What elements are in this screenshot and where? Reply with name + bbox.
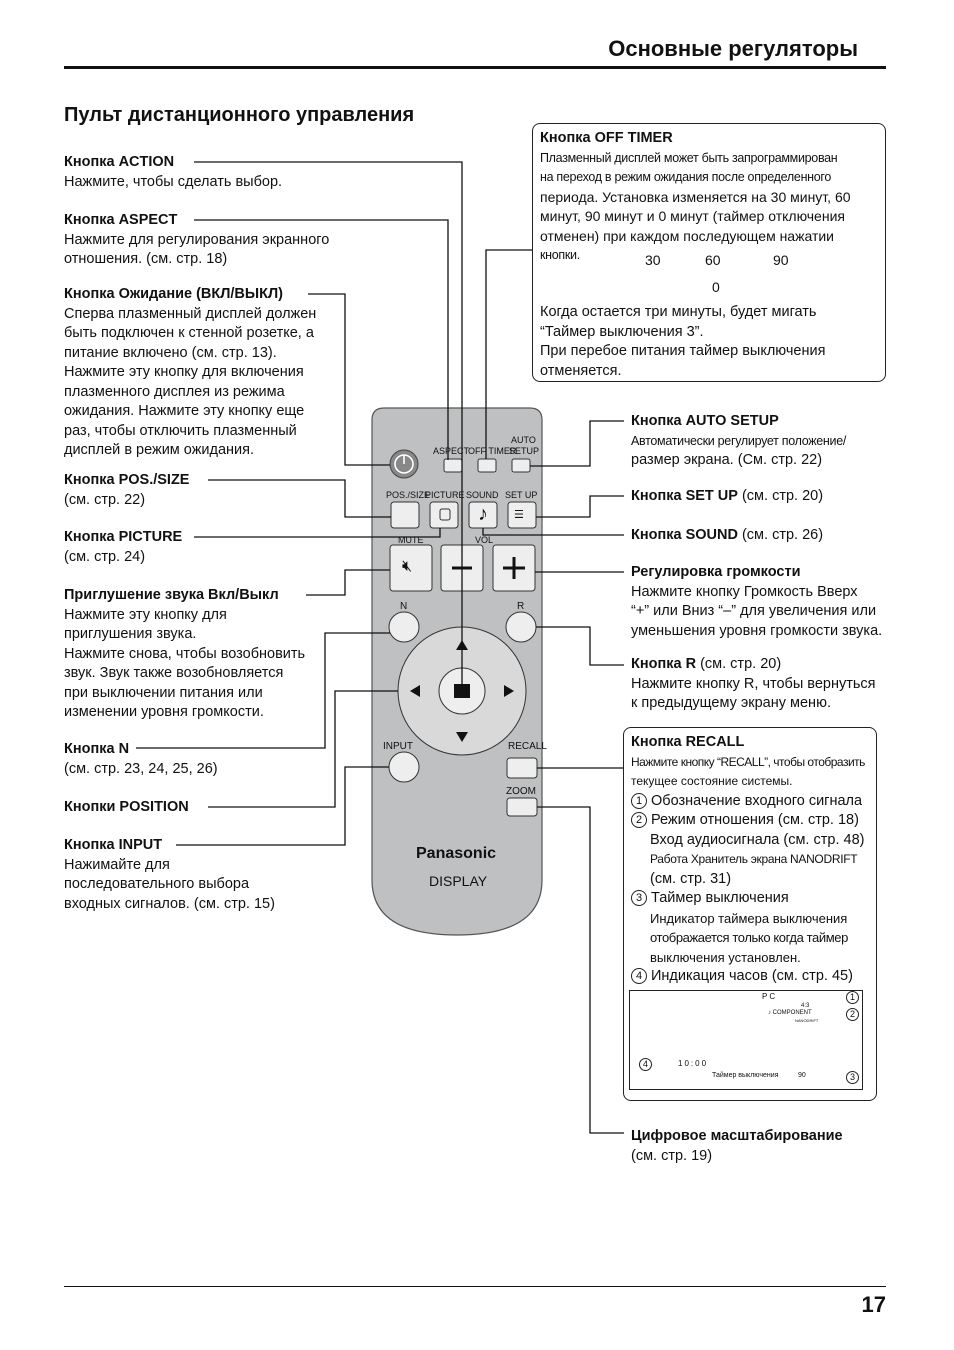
input-block: Кнопка INPUT Нажимайте для последователь… <box>64 837 275 912</box>
setup-list-icon: ☰ <box>514 509 524 521</box>
footer-rule <box>64 1286 886 1287</box>
recall-num-4: 4 <box>631 968 647 984</box>
picture-block: Кнопка PICTURE (см. стр. 24) <box>64 529 183 565</box>
osd-timer-label: Таймер выключения <box>712 1072 779 1079</box>
recall-text: Кнопка RECALL Нажмите кнопку “RECALL”, ч… <box>631 734 865 984</box>
offtimer-seq-90: 90 <box>773 252 789 268</box>
standby-block: Кнопка Ожидание (ВКЛ/ВЫКЛ) Сперва плазме… <box>64 286 317 458</box>
osd-num-1: 1 <box>846 991 859 1004</box>
position-block: Кнопки POSITION <box>64 799 189 815</box>
header-rule <box>64 66 886 69</box>
recall-num-1: 1 <box>631 792 647 809</box>
osd-audio: ♪ COMPONENT <box>768 1010 812 1016</box>
aspect-block: Кнопка ASPECT Нажмите для регулирования … <box>64 212 330 267</box>
remote-label-offtimer: OFF TIMER <box>468 446 517 456</box>
osd-screen-preview <box>629 990 863 1090</box>
sound-note-icon: ♪ <box>478 503 488 525</box>
setup-block: Кнопка SET UP (см. стр. 20) <box>631 488 824 504</box>
volume-block: Регулировка громкости Нажмите кнопку Гро… <box>631 564 883 639</box>
remote-brand-logo: Panasonic <box>416 845 497 862</box>
remote-label-setup: SETUP <box>509 446 540 456</box>
remote-label-recall: RECALL <box>508 741 547 752</box>
osd-signal: PC <box>762 992 778 1001</box>
osd-clock: 10:00 <box>678 1059 709 1068</box>
remote-label-input: INPUT <box>383 741 413 752</box>
osd-aspect: 4:3 <box>801 1003 810 1009</box>
action-block: Кнопка ACTION Нажмите, чтобы сделать выб… <box>64 154 283 190</box>
remote-label-sound: SOUND <box>466 490 499 500</box>
offtimer-text: Кнопка OFF TIMER Плазменный дисплей може… <box>540 130 851 262</box>
page-header-title: Основные регуляторы <box>608 36 858 61</box>
remote-label-n: N <box>400 601 408 612</box>
r-block: Кнопка R (см. стр. 20) Нажмите кнопку R,… <box>631 656 876 711</box>
possize-block: Кнопка POS./SIZE (см. стр. 22) <box>64 472 190 508</box>
remote-label-zoom: ZOOM <box>506 786 536 797</box>
remote-label-mute: MUTE <box>398 535 424 545</box>
page-number: 17 <box>861 1292 886 1317</box>
remote-label-vol: VOL <box>475 535 494 545</box>
section-title: Пульт дистанционного управления <box>64 104 415 126</box>
osd-nanodrift: NANODRIFT <box>795 1018 819 1023</box>
sound-block: Кнопка SOUND (см. стр. 26) <box>631 527 824 543</box>
mute-block: Приглушение звука Вкл/Выкл Нажмите эту к… <box>64 587 306 720</box>
remote-label-picture: PICTURE <box>425 490 465 500</box>
autosetup-block: Кнопка AUTO SETUP Автоматически регулиру… <box>631 413 847 468</box>
remote-label-r: R <box>517 601 525 612</box>
osd-timer-value: 90 <box>798 1072 806 1079</box>
offtimer-box <box>532 123 886 382</box>
osd-num-4: 4 <box>639 1058 652 1071</box>
n-block: Кнопка N (см. стр. 23, 24, 25, 26) <box>64 741 218 777</box>
recall-num-2: 2 <box>631 812 647 828</box>
osd-num-2: 2 <box>846 1008 859 1021</box>
remote-label-possize: POS./SIZE <box>386 490 431 500</box>
remote-label-aspect: ASPECT <box>433 446 470 456</box>
zoom-block: Цифровое масштабирование (см. стр. 19) <box>631 1128 843 1164</box>
offtimer-seq-0: 0 <box>712 279 720 295</box>
mute-speaker-icon: 🔇︎ <box>402 558 413 575</box>
recall-box <box>623 727 877 1101</box>
offtimer-text-2: Когда остается три минуты, будет мигать … <box>540 304 826 379</box>
remote-label-setup2: SET UP <box>505 490 538 500</box>
remote-model-label: DISPLAY <box>429 873 488 889</box>
recall-num-3: 3 <box>631 890 647 906</box>
osd-num-3: 3 <box>846 1071 859 1084</box>
offtimer-seq-30: 30 <box>645 252 661 268</box>
remote-label-auto: AUTO <box>511 435 536 445</box>
offtimer-seq-60: 60 <box>705 252 721 268</box>
